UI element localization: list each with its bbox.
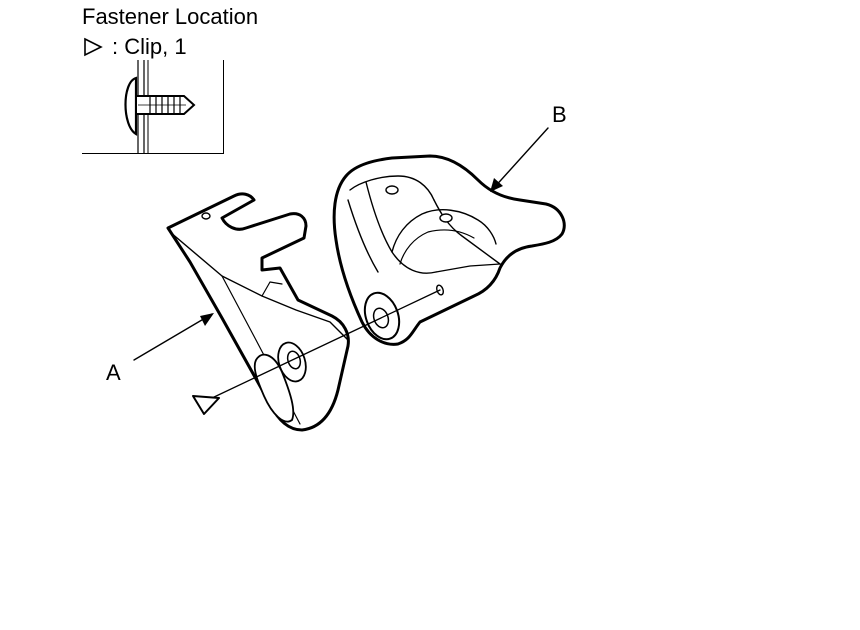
clip-axis-line — [211, 289, 441, 399]
leader-b-arrowhead — [490, 178, 503, 192]
leader-a — [133, 313, 213, 361]
clip-detail-inset — [82, 60, 224, 154]
leader-b — [491, 127, 549, 191]
leader-a-arrowhead — [200, 313, 214, 326]
legend-clip-label: : Clip, 1 — [112, 34, 187, 59]
push-clip-icon — [124, 60, 196, 154]
legend-title: Fastener Location — [82, 4, 259, 29]
legend-clip-row: : Clip, 1 — [82, 34, 187, 60]
bracket-a — [166, 192, 350, 432]
triangle-outline-icon — [84, 37, 103, 57]
callout-b: B — [552, 102, 567, 127]
callout-a: A — [106, 360, 121, 385]
clip-location-triangle-icon — [192, 395, 220, 415]
bracket-b — [332, 154, 566, 346]
